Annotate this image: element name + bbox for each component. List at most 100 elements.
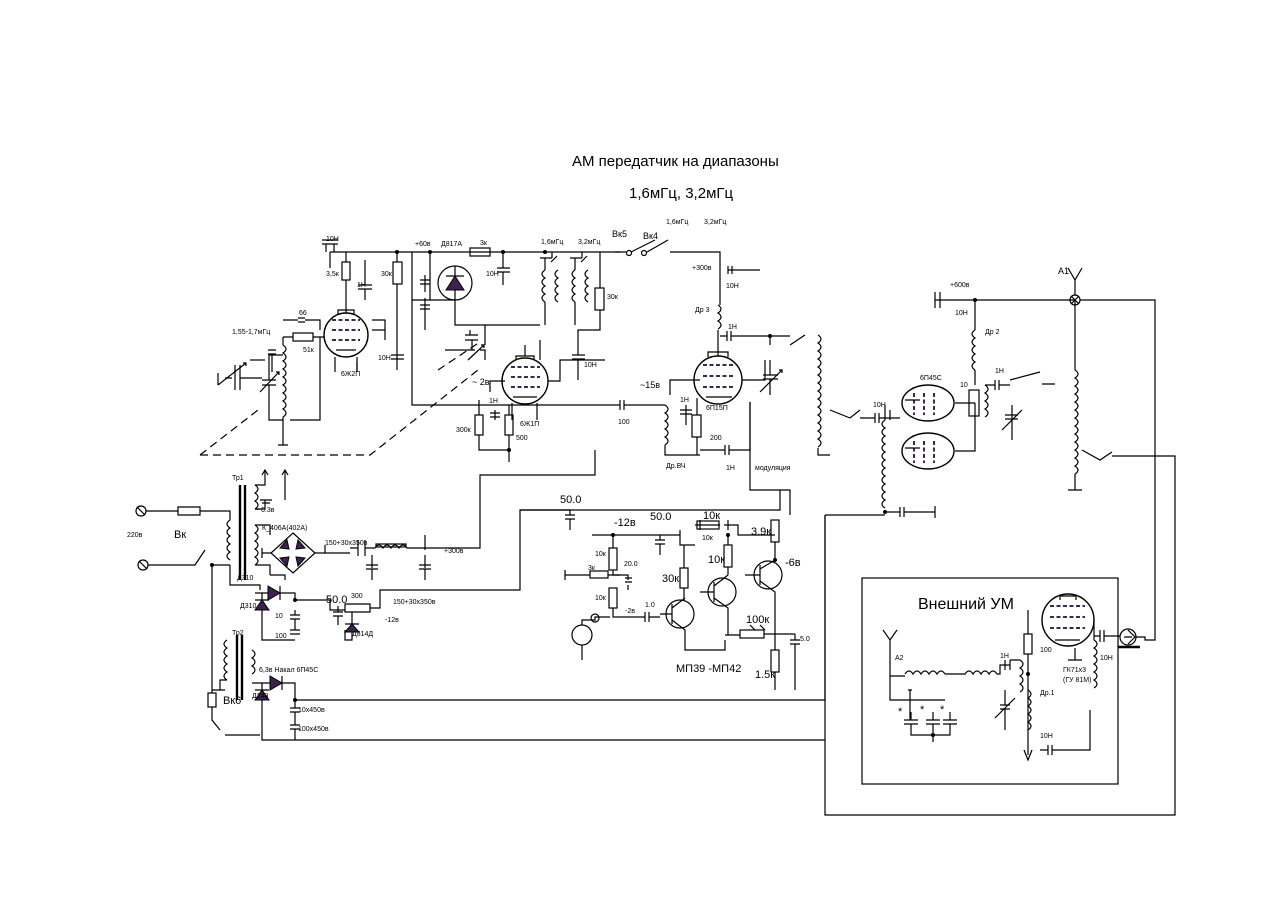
label-r30k: 30к [381,271,393,278]
label-dr2: Др 2 [985,329,1000,336]
label-c100b: 100 [275,633,287,640]
diode-d310b-icon [254,599,270,611]
zener-diode-icon [445,275,465,291]
label-c1n-f: 1Н [995,368,1004,375]
label-c10n-e: 10Н [873,402,886,409]
label-tube-6zh1p: 6Ж1П [520,421,539,428]
label-v63: ~ 6.3в [255,507,275,514]
label-star-1: * [898,706,903,718]
label-a2: A2 [895,655,904,662]
label-star-3: * [940,704,945,716]
label-r3k-b: 3к [588,565,596,572]
label-ext-c10n-b: 10Н [1100,655,1113,662]
label-ext-c10n-a: 10Н [1040,733,1053,740]
label-v60: +60в [415,241,431,248]
label-vk6: Вк6 [223,695,241,707]
junction-dots [210,250,1030,737]
label-r10: 10 [960,382,968,389]
label-c10n-stab: 10Н [486,271,499,278]
modulator-stage [520,509,800,690]
label-a1: А1 [1058,266,1069,276]
component-labels: 1,55-1,7мГц 66 51к 3,5к 10Н 1Н 6Ж2П +60в… [127,219,1113,740]
label-r30k2: 30к [607,294,619,301]
label-band-32: 3,2мГц [578,239,600,246]
label-c1n-d: 1Н [680,397,689,404]
label-star-2: * [920,704,925,716]
label-c1n-b: 1Н [489,398,498,405]
label-r30k-b: 30к [662,573,679,585]
label-v220: 220в [127,532,143,539]
label-c5-0: 5.0 [800,636,810,643]
label-d814: Д814Д [352,631,373,638]
label-r300k: 300к [456,427,472,434]
label-r1-5k: 1.5к [755,669,775,681]
label-r3-9k: 3.9к [751,526,771,538]
label-transistors: МП39 -МП42 [676,663,741,675]
label-c10n-top: 10Н [326,236,339,243]
label-c10x450: 10х450в [298,707,325,714]
label-v12b: -12в [614,517,636,529]
label-modulation: модуляция [755,465,791,472]
label-k406: К_406А(402А) [262,525,307,532]
label-c1n-c: 1Н [728,324,737,331]
label-r10k-d: 10к [595,595,607,602]
label-drvch: Др.ВЧ [666,463,686,470]
label-ext-c1n: 1Н [1000,653,1009,660]
label-c100x450: 100х450в [298,726,329,733]
label-d817a: Д817А [441,241,462,248]
label-v63b: 6,3в Накал 6П45С [259,667,318,674]
label-c1-0: 1.0 [645,602,655,609]
label-r3k: 3к [480,240,488,247]
label-tr1: Тр1 [232,475,244,482]
label-c50-0b: 50.0 [560,494,581,506]
power-supply [135,450,826,741]
diode-d248-icon [269,675,283,691]
label-v15: ~15в [640,380,660,390]
label-r300: 300 [351,593,363,600]
external-power-amp-box: Внешний УМ [861,299,1156,785]
diode-d310-icon [267,585,281,601]
tube-gk71-icon [1041,593,1095,647]
label-d248: Д248 [252,693,269,700]
label-c10: 10 [275,613,283,620]
label-r10k-c: 10к [595,551,607,558]
label-r51k: 51к [303,347,315,354]
label-tr2: Тр2 [232,630,244,637]
label-filter-150b: 150+30х350в [393,599,436,606]
label-tube-6zh2p: 6Ж2П [341,371,360,378]
driver-stage [605,265,900,515]
label-ext-tube2: (ГУ 81М) [1063,677,1091,684]
label-band-16b: 1,6мГц [666,219,688,226]
label-r10k-a: 10к [703,510,720,522]
label-r200: 200 [710,435,722,442]
label-v300b: +300в [444,548,464,555]
buffer-stage [445,239,721,462]
label-c10n-d: 10Н [955,310,968,317]
label-band-16: 1,6мГц [541,239,563,246]
label-r500: 500 [516,435,528,442]
label-tube-6p15p: 6П15П [706,405,728,412]
label-r10k-e: 10к [702,535,714,542]
label-c10n-c: 10Н [726,283,739,290]
label-c20-0: 20.0 [624,561,638,568]
oscillator-stage [199,239,620,456]
label-c50-0a: 50.0 [326,594,347,606]
label-ext-r100: 100 [1040,647,1052,654]
label-osc-range: 1,55-1,7мГц [232,329,270,336]
label-c1n-osc: 1Н [357,282,366,289]
label-v6: -6в [785,557,801,569]
label-d310: Д310 [237,575,254,582]
bridge-rectifier-icon [278,538,307,568]
label-ext-choke: Др.1 [1040,690,1055,697]
power-amplifier-stage [824,267,1176,816]
label-vk4: Вк4 [643,231,658,241]
label-ext-tube: ГК71х3 [1063,667,1086,674]
label-v12a: -12в [385,617,399,624]
external-amp-title: Внешний УМ [918,596,1014,613]
label-band-32b: 3,2мГц [704,219,726,226]
label-vk5: Вк5 [612,229,627,239]
label-v2: ~ 2в [472,377,490,387]
diagram-title-line1: АМ передатчик на диапазоны [572,153,779,170]
label-r3-5k: 3,5к [326,271,340,278]
